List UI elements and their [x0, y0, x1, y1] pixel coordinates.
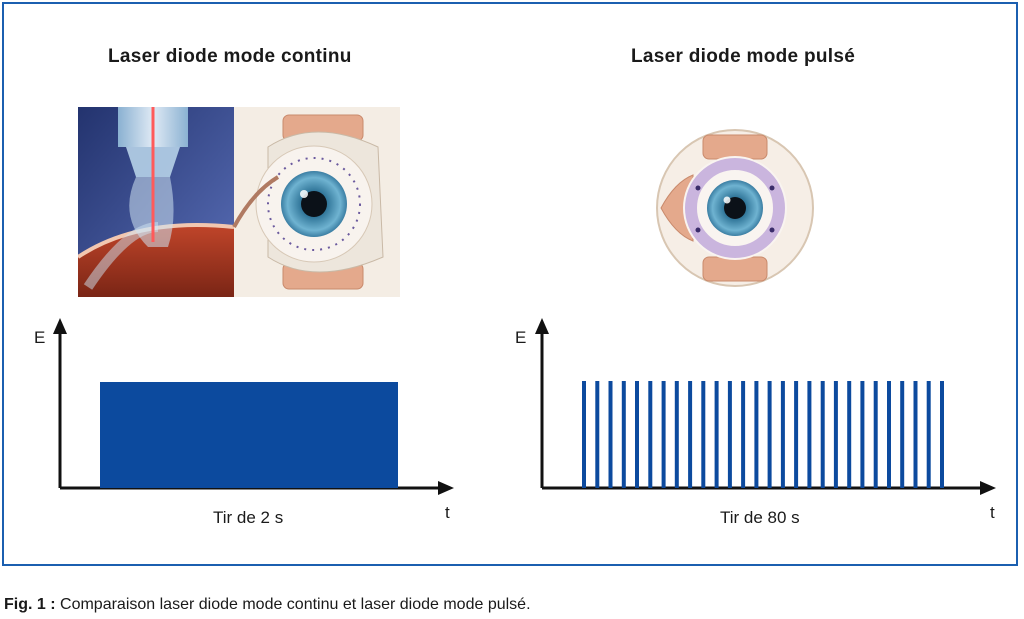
pulse-bar [860, 381, 865, 488]
figure-frame [2, 2, 1018, 566]
pulse-bar [621, 381, 626, 488]
x-axis-arrow [980, 481, 996, 495]
pulse-bar [595, 381, 600, 488]
pulse-bar [741, 381, 746, 488]
caption-text: Comparaison laser diode mode continu et … [60, 596, 531, 613]
eye-pulsed-treatment-illustration [656, 129, 814, 287]
shot-duration-label: Tir de 80 s [720, 508, 800, 527]
pulse-bar [582, 381, 586, 488]
caption-label: Fig. 1 : [4, 596, 56, 613]
pulse-bar [648, 381, 653, 488]
pulse-bar [794, 381, 799, 488]
figure-caption: Fig. 1 : Comparaison laser diode mode co… [4, 596, 531, 614]
pulse-bar [714, 381, 719, 488]
pulse-bar [820, 381, 825, 488]
pulse-bar [900, 381, 905, 488]
pulse-bar [674, 381, 679, 488]
x-axis-label: t [990, 503, 995, 522]
pulse-bar [873, 381, 878, 488]
y-axis-label: E [34, 328, 45, 347]
x-axis-label: t [445, 503, 450, 522]
x-axis-arrow [438, 481, 454, 495]
right-panel-title: Laser diode mode pulsé [631, 46, 856, 67]
pulse-bar [833, 381, 838, 488]
y-axis-arrow [53, 318, 67, 334]
pulse-bar [754, 381, 759, 488]
pulse-bar [940, 381, 944, 488]
pulse-bar [701, 381, 706, 488]
pulse-bar [688, 381, 693, 488]
y-axis-arrow [535, 318, 549, 334]
pulse-train [582, 381, 944, 488]
pulse-bar [887, 381, 891, 488]
pulse-bar [780, 381, 785, 488]
left-panel-title: Laser diode mode continu [108, 46, 352, 67]
pulse-bar [807, 381, 812, 488]
shot-duration-label: Tir de 2 s [213, 508, 283, 527]
laser-probe-eye-illustration [78, 107, 400, 297]
pulse-bar [847, 381, 852, 488]
pulse-bar [913, 381, 918, 488]
y-axis-label: E [515, 328, 526, 347]
continuous-energy-block [100, 382, 398, 488]
pulse-bar [608, 381, 613, 488]
pulse-bar [635, 381, 639, 488]
pulse-bar [727, 381, 732, 488]
pulse-bar [767, 381, 772, 488]
pulse-bar [926, 381, 931, 488]
pulse-bar [661, 381, 666, 488]
